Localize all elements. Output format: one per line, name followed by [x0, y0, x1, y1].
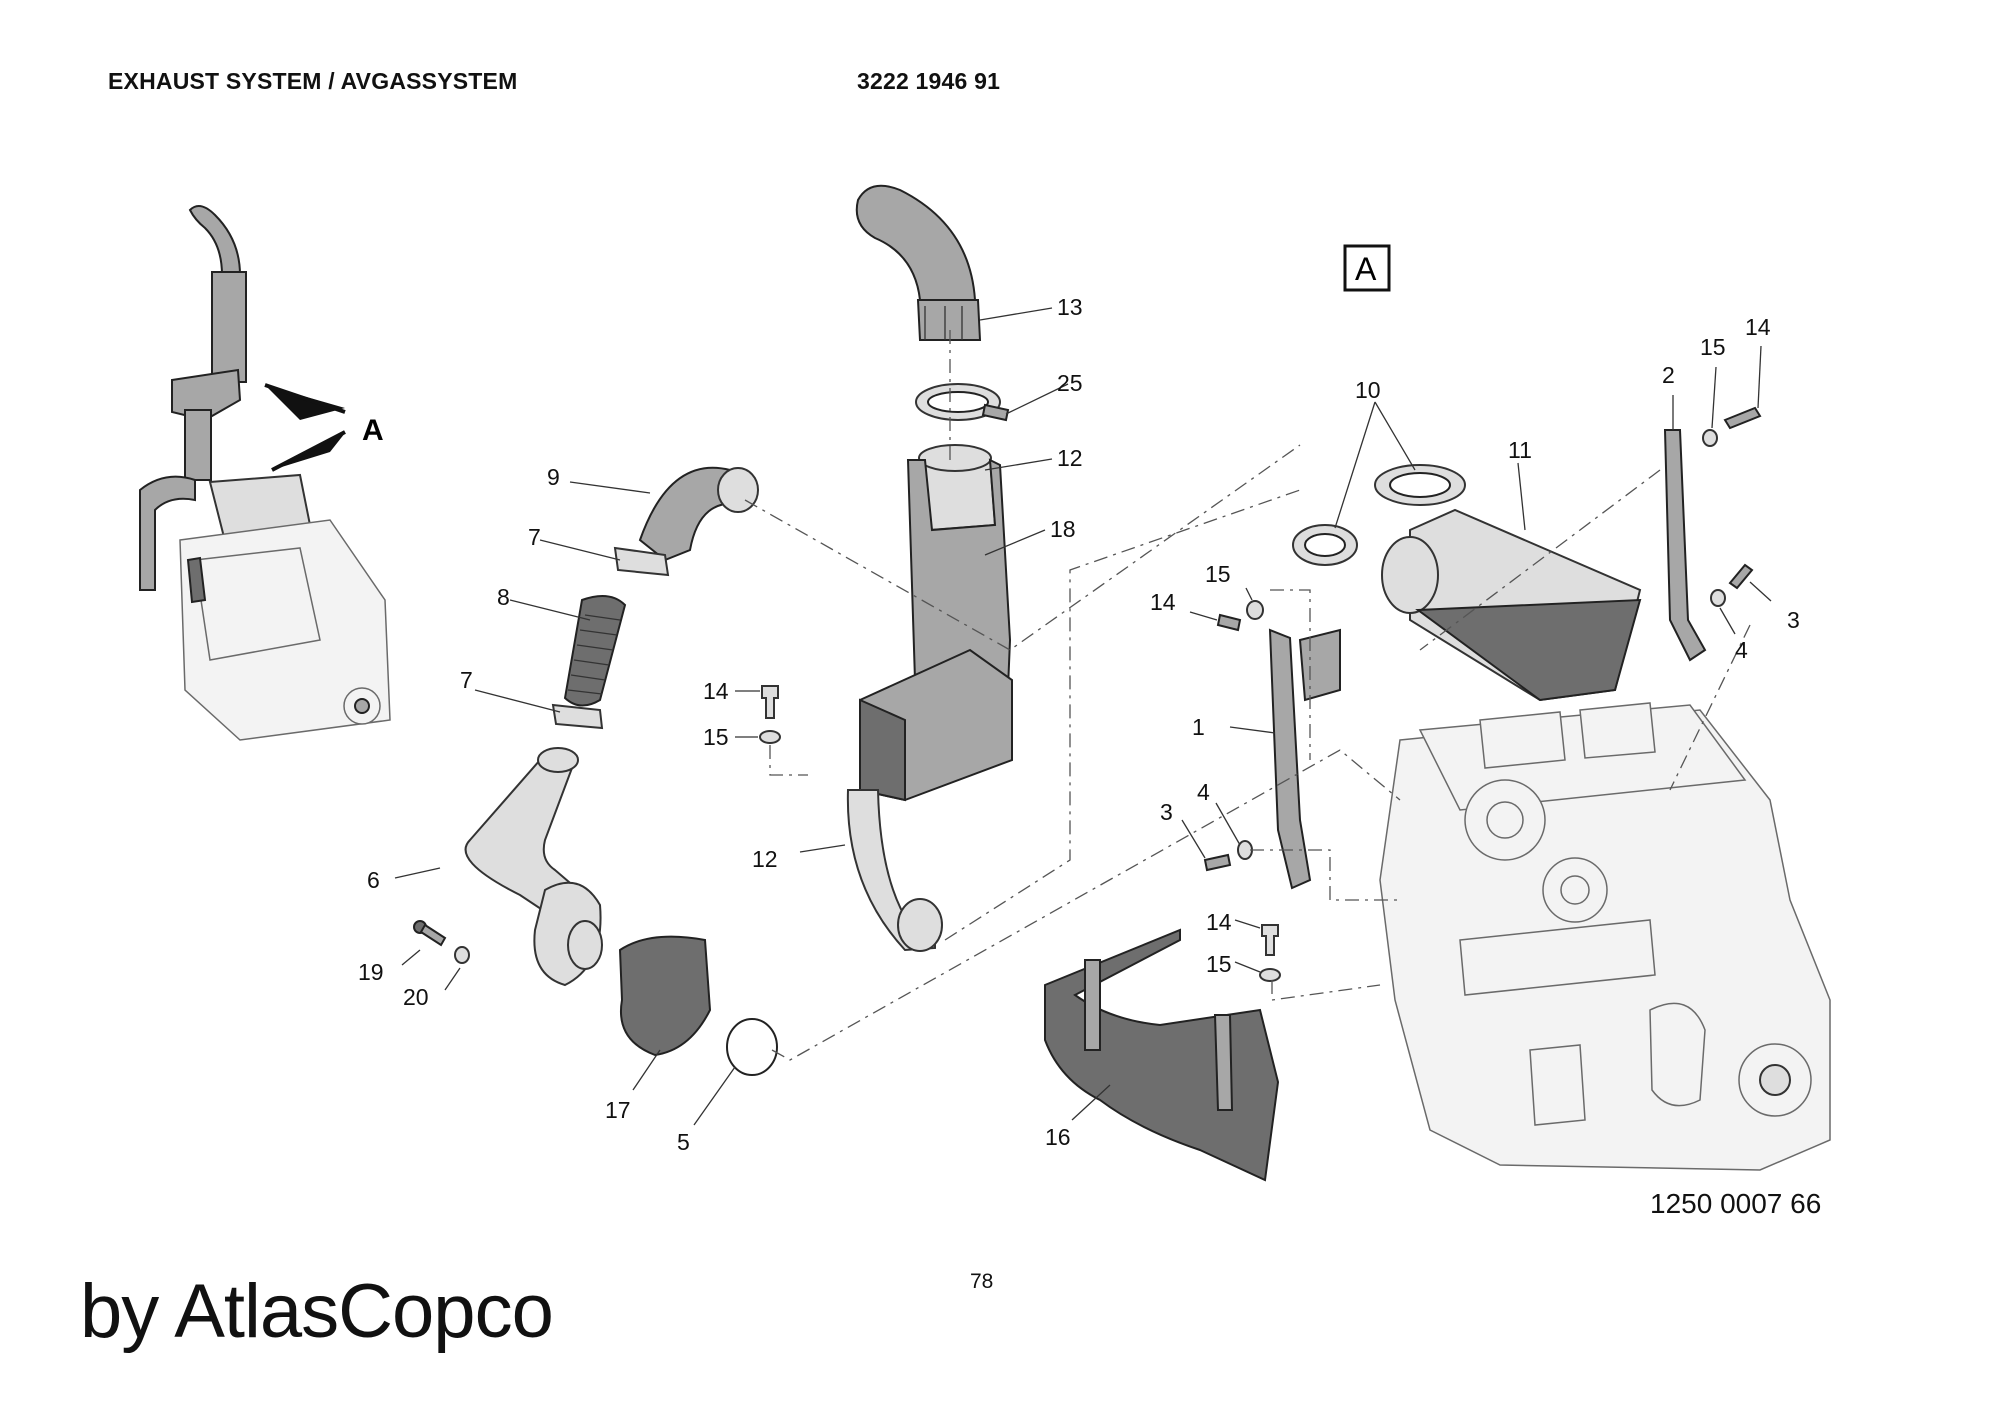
- part-15-washer-strap: [1702, 429, 1718, 447]
- fastener-set-center: [759, 685, 781, 744]
- callout-4-bracket: 4: [1197, 779, 1210, 805]
- assembly-centerlines: [744, 330, 1751, 1061]
- callout-14-bracket: 14: [1150, 589, 1176, 615]
- view-arrow-label: A: [362, 414, 384, 447]
- part-2-strap: [1663, 429, 1707, 662]
- detail-label-box: [1343, 244, 1391, 292]
- part-15-washer-bracket: [1246, 600, 1264, 620]
- callout-7-lower: 7: [460, 667, 473, 693]
- overview-block-front: [194, 547, 321, 661]
- overview-stack-lower: [184, 409, 212, 481]
- part-25-bolt: [981, 403, 1010, 422]
- callout-1: 1: [1192, 714, 1205, 740]
- detail-label: A: [1355, 251, 1377, 287]
- overview-pulley-hub: [354, 698, 370, 714]
- callout-2: 2: [1662, 362, 1675, 388]
- part-4-washer-strap: [1710, 589, 1726, 607]
- overview-pipe: [139, 475, 196, 591]
- callout-12-upper: 12: [1057, 445, 1083, 471]
- callout-15-shield: 15: [1206, 951, 1232, 977]
- callout-15-bracket: 15: [1205, 561, 1231, 587]
- callout-3-strap: 3: [1787, 607, 1800, 633]
- engine-valve-covers: [1479, 702, 1656, 769]
- page-title: EXHAUST SYSTEM / AVGASSYSTEM: [108, 68, 518, 94]
- bracket-assembly: [1044, 406, 1762, 1182]
- part-7-clamp-upper: [613, 546, 670, 577]
- part-11-muffler-tray: [1415, 598, 1642, 702]
- callout-6: 6: [367, 867, 380, 893]
- callout-19: 19: [358, 959, 384, 985]
- engine-manifold: [1459, 919, 1656, 996]
- callout-14-shield: 14: [1206, 909, 1232, 935]
- watermark: by AtlasCopco: [80, 1269, 554, 1354]
- callout-20: 20: [403, 984, 429, 1010]
- drawing-number: 1250 0007 66: [1650, 1188, 1822, 1219]
- overview-bracket: [186, 556, 207, 604]
- callout-3-bracket: 3: [1160, 799, 1173, 825]
- part-14-bolt-strap: [1723, 406, 1762, 430]
- part-18-muffler-side: [859, 698, 906, 802]
- part-20-washer: [454, 946, 470, 964]
- part-1-bracket-tab: [1298, 628, 1341, 702]
- exhaust-stack-assembly: [846, 184, 1013, 952]
- callout-13: 13: [1057, 294, 1083, 320]
- callout-17: 17: [605, 1097, 631, 1123]
- callout-11: 11: [1508, 437, 1532, 463]
- part-1-bracket: [1268, 628, 1312, 890]
- callout-15-strap: 15: [1700, 334, 1726, 360]
- callout-14-strap: 14: [1745, 314, 1771, 340]
- part-3-bolt-strap: [1728, 563, 1754, 590]
- part-17-heat-shield: [618, 935, 712, 1057]
- page-number: 78: [970, 1270, 994, 1293]
- overview-elbow: [171, 368, 242, 422]
- callout-numbers: 13 25 12 18 12 9 7 8 7 6 19 20 17 5 14 1…: [358, 294, 1800, 1155]
- part-7-clamp-lower: [551, 703, 604, 730]
- callout-16: 16: [1045, 1124, 1071, 1150]
- callout-10: 10: [1355, 377, 1381, 403]
- part-16-heat-shield: [1044, 928, 1280, 1182]
- view-arrow-line-lower: [271, 430, 346, 472]
- part-8-bellows: [563, 595, 627, 707]
- part-3-bolt-bracket: [1203, 853, 1232, 872]
- view-arrow-line-upper: [264, 383, 346, 414]
- callout-15-center: 15: [703, 724, 729, 750]
- overview-exhaust-bend: [188, 205, 242, 276]
- part-4-washer-bracket: [1237, 840, 1253, 860]
- part-19-bolt: [419, 923, 447, 947]
- part-14-bolt-shield: [1261, 924, 1279, 956]
- callout-5: 5: [677, 1129, 690, 1155]
- engine-outline: [1379, 702, 1831, 1171]
- part-12-lower-pipe: [846, 789, 936, 952]
- callout-8: 8: [497, 584, 510, 610]
- callout-25: 25: [1057, 370, 1083, 396]
- part-15-washer-center: [759, 730, 781, 744]
- callout-14-center: 14: [703, 678, 729, 704]
- part-15-washer-shield: [1259, 968, 1281, 982]
- callout-12-lower: 12: [752, 846, 778, 872]
- callout-9: 9: [547, 464, 560, 490]
- callout-7-upper: 7: [528, 524, 541, 550]
- part-14-bolt-bracket: [1216, 613, 1242, 632]
- overview-stack: [211, 271, 247, 383]
- part-5-clamp: [726, 1018, 778, 1076]
- engine-filter: [1649, 1002, 1706, 1107]
- part-13-tailpipe: [855, 184, 977, 301]
- part-number: 3222 1946 91: [857, 68, 1001, 94]
- callout-18: 18: [1050, 516, 1076, 542]
- overview-engine: A: [139, 205, 391, 741]
- callout-4-strap: 4: [1735, 637, 1748, 663]
- left-pipe-assembly: [413, 466, 778, 1076]
- part-13-clamp-end: [916, 299, 982, 341]
- callout-leaders: [394, 307, 1772, 1126]
- part-14-bolt-center: [761, 685, 779, 719]
